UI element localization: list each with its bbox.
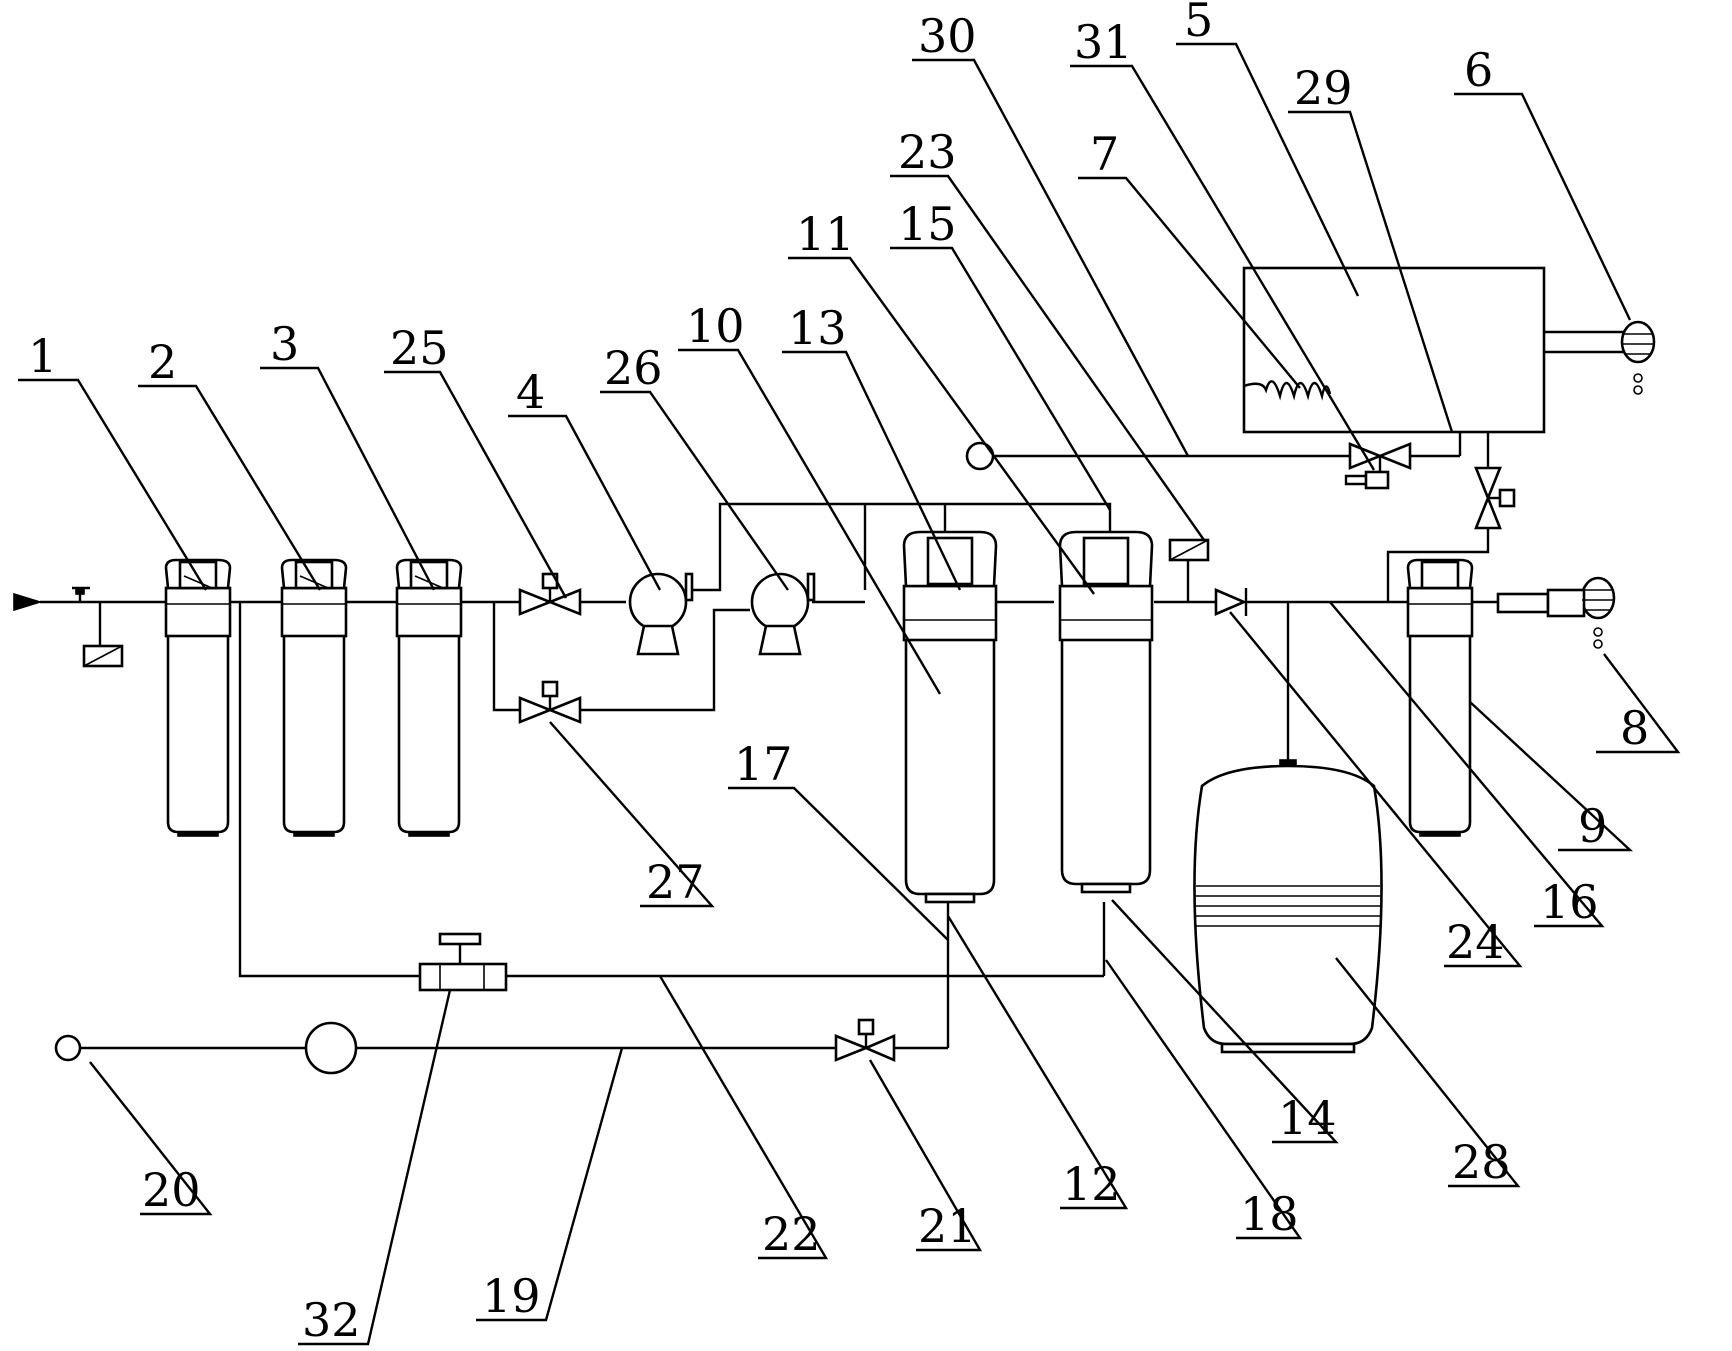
label-18: 18 xyxy=(1240,1187,1299,1241)
label-27: 27 xyxy=(646,855,705,909)
heater-7-icon xyxy=(1243,380,1332,401)
sensor-23-icon xyxy=(1168,538,1210,562)
solenoid-valve-21-icon xyxy=(834,1018,896,1062)
manual-valve-32-icon xyxy=(418,932,508,992)
membrane-10 xyxy=(902,530,998,904)
label-8: 8 xyxy=(1620,701,1649,755)
main-pipes xyxy=(40,330,1624,1050)
outlet-20-icon xyxy=(54,1034,82,1062)
filter-9 xyxy=(1406,558,1474,837)
label-22: 22 xyxy=(762,1207,821,1261)
label-5: 5 xyxy=(1184,0,1213,47)
solenoid-valve-25-icon xyxy=(518,572,582,616)
filter-3 xyxy=(395,558,463,837)
label-19: 19 xyxy=(482,1269,541,1323)
label-7: 7 xyxy=(1090,127,1119,181)
label-21: 21 xyxy=(918,1199,977,1253)
label-13: 13 xyxy=(788,301,847,355)
number-labels: 1 2 3 4 5 6 7 8 9 10 11 12 13 14 15 16 1… xyxy=(28,0,1649,1347)
membrane-11 xyxy=(1058,530,1154,894)
label-3: 3 xyxy=(270,317,299,371)
label-31: 31 xyxy=(1074,15,1133,69)
pump-4-icon xyxy=(628,572,694,656)
label-32: 32 xyxy=(302,1293,361,1347)
tap-6-icon xyxy=(1620,320,1656,395)
label-29: 29 xyxy=(1294,61,1353,115)
check-valve-24-icon xyxy=(1214,588,1248,616)
label-23: 23 xyxy=(898,125,957,179)
label-20: 20 xyxy=(142,1163,201,1217)
label-25: 25 xyxy=(390,321,449,375)
label-14: 14 xyxy=(1278,1091,1337,1145)
label-16: 16 xyxy=(1540,875,1599,929)
pump-26-icon xyxy=(750,572,816,656)
label-12: 12 xyxy=(1062,1157,1121,1211)
solenoid-valve-29-icon xyxy=(1474,466,1516,538)
flow-meter-icon xyxy=(304,1021,358,1075)
filter-1 xyxy=(164,558,232,837)
inlet xyxy=(13,586,124,668)
label-4: 4 xyxy=(516,365,545,419)
leader-lines xyxy=(18,42,1681,1346)
label-2: 2 xyxy=(148,335,177,389)
hot-water-tank-5 xyxy=(1242,266,1546,434)
label-10: 10 xyxy=(686,299,745,353)
solenoid-valve-31-icon xyxy=(1344,442,1412,490)
label-6: 6 xyxy=(1464,43,1493,97)
label-15: 15 xyxy=(898,197,957,251)
line-30-endpoint-icon xyxy=(965,441,995,471)
filter-2 xyxy=(280,558,348,837)
label-1: 1 xyxy=(28,329,57,383)
label-24: 24 xyxy=(1446,915,1505,969)
label-30: 30 xyxy=(918,9,977,63)
pressure-tank-28 xyxy=(1193,759,1383,1054)
label-9: 9 xyxy=(1578,799,1607,853)
solenoid-valve-27-icon xyxy=(518,680,582,724)
inlet-arrow-icon xyxy=(13,592,43,612)
tap-8-icon xyxy=(1496,576,1616,649)
label-17: 17 xyxy=(734,737,793,791)
label-28: 28 xyxy=(1452,1135,1511,1189)
label-26: 26 xyxy=(604,341,663,395)
label-11: 11 xyxy=(796,207,855,261)
